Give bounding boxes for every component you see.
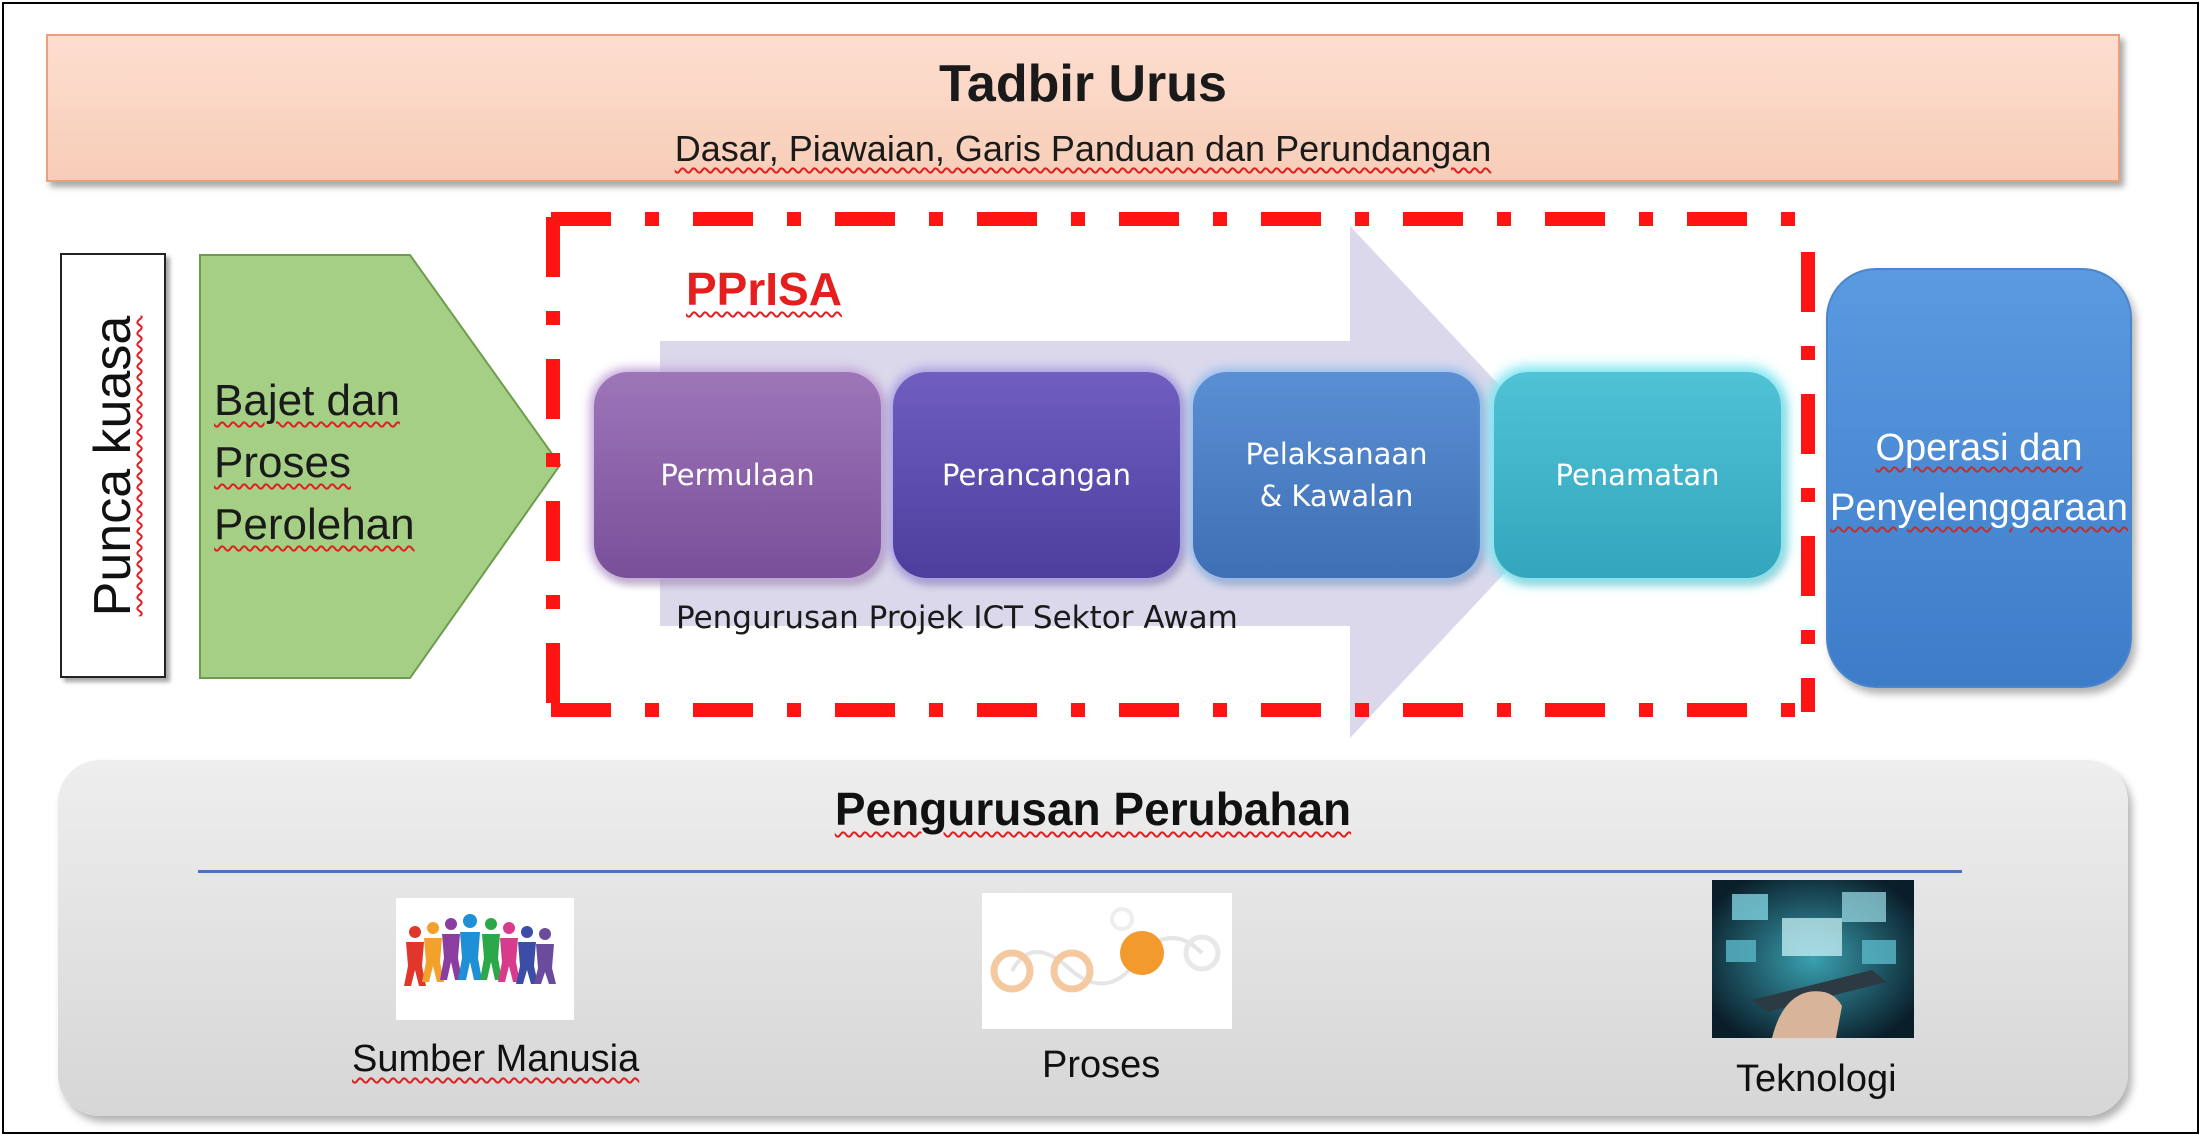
operations-line-1: Operasi dan xyxy=(1875,427,2083,469)
technology-icon xyxy=(1712,880,1914,1038)
budget-label: Bajet dan Proses Perolehan xyxy=(214,370,415,556)
phase-label: Pelaksanaan xyxy=(1245,437,1428,471)
phase-label: Perancangan xyxy=(941,458,1132,492)
phase-pelaksanaan: Pelaksanaan & Kawalan xyxy=(1193,372,1480,578)
phase-permulaan: Permulaan xyxy=(594,372,881,578)
process-icon xyxy=(982,893,1232,1029)
authority-box: Punca kuasa xyxy=(60,253,166,678)
pprisa-caption: Pengurusan Projek ICT Sektor Awam xyxy=(676,600,1238,636)
governance-title: Tadbir Urus xyxy=(939,55,1227,113)
phase-perancangan: Perancangan xyxy=(893,372,1180,578)
pprisa-title: PPrISA xyxy=(686,263,842,315)
authority-label: Punca kuasa xyxy=(84,315,142,616)
phase-label-line-2: & Kawalan xyxy=(1259,479,1414,513)
phase-label: Permulaan xyxy=(660,458,815,492)
budget-line-3: Perolehan xyxy=(214,500,415,549)
change-item-label: Teknologi xyxy=(1736,1058,1897,1100)
pprisa-dashed-frame xyxy=(546,212,1815,717)
governance-banner: Tadbir Urus Dasar, Piawaian, Garis Pandu… xyxy=(46,34,2120,182)
change-management-title: Pengurusan Perubahan xyxy=(58,782,2128,836)
change-item-label: Sumber Manusia xyxy=(352,1038,640,1080)
phase-penamatan: Penamatan xyxy=(1494,372,1781,578)
change-management-title-text: Pengurusan Perubahan xyxy=(834,783,1352,835)
budget-pentagon xyxy=(199,254,562,679)
budget-line-2: Proses xyxy=(214,438,351,487)
change-item-label: Proses xyxy=(1042,1044,1161,1086)
operations-line-2: Penyelenggaraan xyxy=(1830,487,2128,529)
operations-box: Operasi dan Penyelenggaraan xyxy=(1826,268,2132,688)
governance-subtitle: Dasar, Piawaian, Garis Panduan dan Perun… xyxy=(674,128,1492,169)
change-divider xyxy=(198,870,1962,873)
budget-line-1: Bajet dan xyxy=(214,376,400,425)
phase-label: Penamatan xyxy=(1555,458,1720,492)
people-icon xyxy=(396,898,574,1020)
